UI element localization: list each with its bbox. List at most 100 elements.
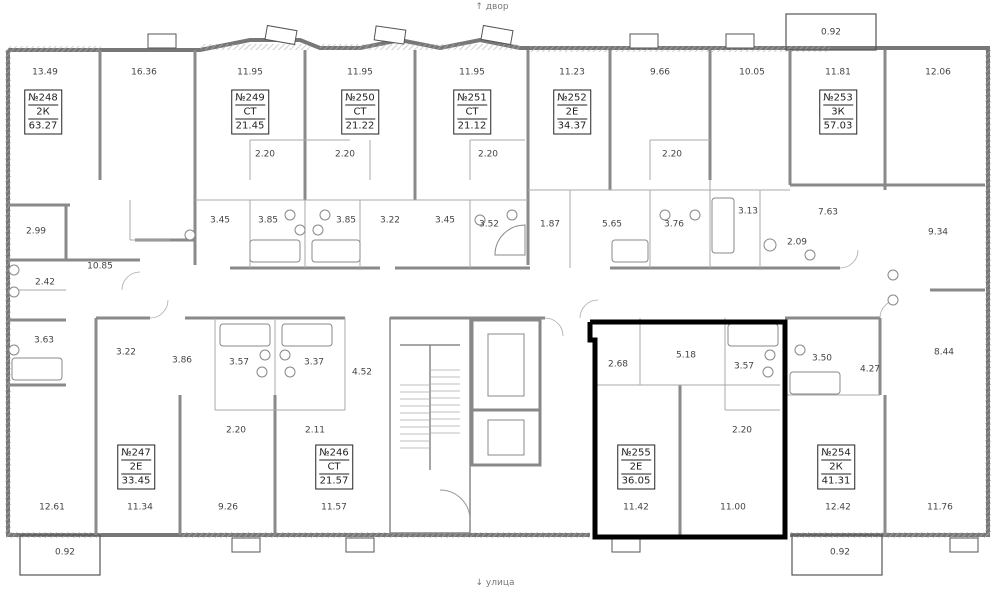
apartment-area: 57.03 <box>823 120 853 132</box>
apartment-type: 2К <box>28 106 58 120</box>
shower-arc <box>494 224 526 256</box>
room-area: 13.49 <box>32 67 58 78</box>
room-area: 11.76 <box>927 502 953 513</box>
room-area: 2.11 <box>304 425 326 436</box>
room-area: 11.95 <box>459 67 485 78</box>
apartment-area: 21.12 <box>457 120 487 132</box>
room-area: 3.52 <box>478 219 500 230</box>
room-area: 9.34 <box>927 227 949 238</box>
room-area: 3.37 <box>303 357 325 368</box>
room-area: 5.18 <box>675 350 697 361</box>
room-area: 3.76 <box>663 219 685 230</box>
apartment-number: №254 <box>821 447 851 461</box>
room-area: 11.95 <box>347 67 373 78</box>
apartment-label-247[interactable]: №247 2Е 33.45 <box>117 444 155 490</box>
highlighted-apartment-outline <box>587 319 788 540</box>
room-area: 2.68 <box>607 359 629 370</box>
apartment-label-253[interactable]: №253 3К 57.03 <box>819 89 857 135</box>
room-area: 5.65 <box>601 219 623 230</box>
room-area: 12.42 <box>825 502 851 513</box>
room-area: 3.45 <box>209 215 231 226</box>
room-area: 3.85 <box>257 215 279 226</box>
apartment-type: СТ <box>457 106 487 120</box>
apartment-number: №249 <box>235 92 265 106</box>
apartment-label-251[interactable]: №251 СТ 21.12 <box>453 89 491 135</box>
room-area: 2.20 <box>225 425 247 436</box>
room-area: 8.44 <box>933 347 955 358</box>
apartment-label-252[interactable]: №252 2Е 34.37 <box>553 89 591 135</box>
room-area: 3.13 <box>737 206 759 217</box>
room-area: 3.22 <box>115 347 137 358</box>
room-area: 11.95 <box>237 67 263 78</box>
apartment-number: №255 <box>621 447 651 461</box>
room-area: 0.92 <box>829 547 851 558</box>
apartment-number: №247 <box>121 447 151 461</box>
balconies <box>19 13 883 576</box>
room-area: 0.92 <box>820 27 842 38</box>
apartment-label-254[interactable]: №254 2К 41.31 <box>817 444 855 490</box>
room-area: 10.85 <box>87 261 113 272</box>
room-area: 2.99 <box>25 226 47 237</box>
room-area: 10.05 <box>739 67 765 78</box>
apartment-type: 3К <box>823 106 853 120</box>
room-area: 0.92 <box>54 547 76 558</box>
top-windows <box>147 24 755 49</box>
apartment-label-246[interactable]: №246 СТ 21.57 <box>315 444 353 490</box>
stair-steps <box>400 369 460 449</box>
room-area: 12.61 <box>39 502 65 513</box>
room-area: 11.81 <box>825 67 851 78</box>
bathtubs <box>11 197 841 395</box>
apartment-type: 2Е <box>121 461 151 475</box>
apartment-area: 41.31 <box>821 475 851 487</box>
room-area: 3.86 <box>171 355 193 366</box>
room-area: 3.22 <box>379 215 401 226</box>
room-area: 2.20 <box>731 425 753 436</box>
room-area: 9.66 <box>649 67 671 78</box>
entrance-door-arc <box>439 489 471 521</box>
room-area: 11.00 <box>720 502 746 513</box>
room-area: 2.20 <box>254 149 276 160</box>
apartment-number: №246 <box>319 447 349 461</box>
apartment-type: 2Е <box>557 106 587 120</box>
stairwell <box>389 317 542 534</box>
apartment-number: №250 <box>345 92 375 106</box>
apartment-area: 34.37 <box>557 120 587 132</box>
apartment-area: 21.22 <box>345 120 375 132</box>
apartment-type: СТ <box>235 106 265 120</box>
room-area: 11.42 <box>623 502 649 513</box>
room-area: 12.06 <box>925 67 951 78</box>
room-area: 11.57 <box>321 502 347 513</box>
room-area: 2.20 <box>334 149 356 160</box>
apartment-label-250[interactable]: №250 СТ 21.22 <box>341 89 379 135</box>
room-area: 1.87 <box>539 219 561 230</box>
room-area: 9.26 <box>217 502 239 513</box>
room-area: 4.52 <box>351 367 373 378</box>
bottom-windows <box>231 537 979 553</box>
room-area: 3.57 <box>733 361 755 372</box>
room-area: 11.34 <box>127 502 153 513</box>
apartment-type: 2К <box>821 461 851 475</box>
room-area: 3.57 <box>228 357 250 368</box>
apartment-number: №253 <box>823 92 853 106</box>
apartment-type: 2Е <box>621 461 651 475</box>
room-area: 2.20 <box>477 149 499 160</box>
room-area: 3.50 <box>811 353 833 364</box>
apartment-type: СТ <box>345 106 375 120</box>
room-area: 3.63 <box>33 335 55 346</box>
apartment-label-248[interactable]: №248 2К 63.27 <box>24 89 62 135</box>
apartment-area: 36.05 <box>621 475 651 487</box>
apartment-label-249[interactable]: №249 СТ 21.45 <box>231 89 269 135</box>
apartment-area: 63.27 <box>28 120 58 132</box>
apartment-label-255[interactable]: №255 2Е 36.05 <box>617 444 655 490</box>
toilets-sinks <box>8 209 899 378</box>
interior-walls <box>8 50 985 535</box>
orientation-bottom: ↓ улица <box>475 578 515 588</box>
room-area: 11.23 <box>559 67 585 78</box>
room-area: 3.85 <box>335 215 357 226</box>
room-area: 16.36 <box>131 67 157 78</box>
room-area: 2.09 <box>786 237 808 248</box>
orientation-top: ↑ двор <box>475 2 509 12</box>
room-area: 3.45 <box>434 215 456 226</box>
room-area: 2.42 <box>34 277 56 288</box>
